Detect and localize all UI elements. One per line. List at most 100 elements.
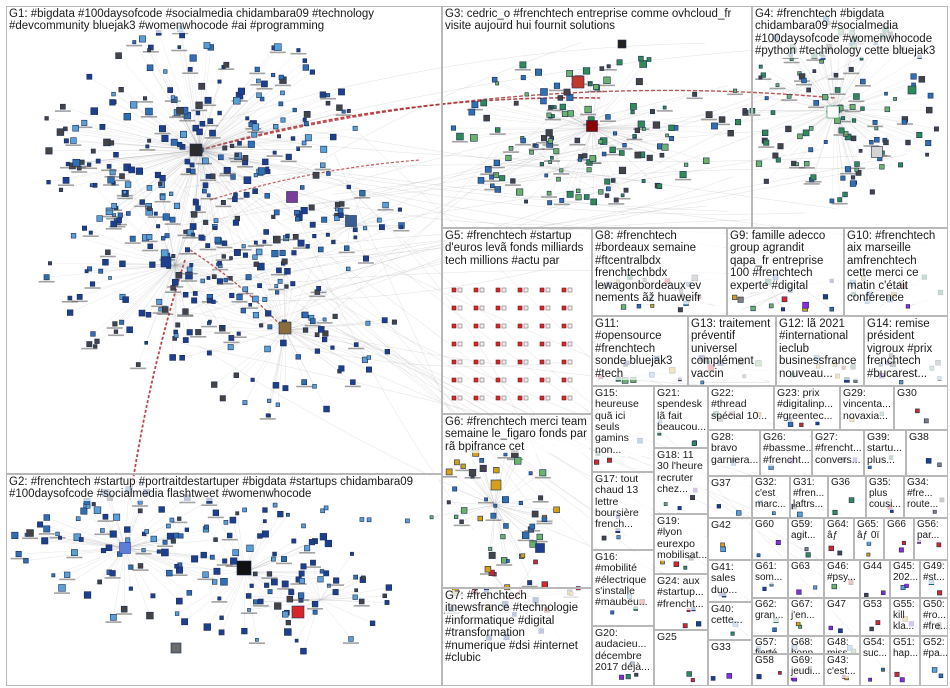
g1-hub-a-node[interactable]: [251, 123, 260, 131]
g1-hub-a-node[interactable]: [162, 213, 170, 221]
g1-hub-a-node[interactable]: [115, 52, 122, 59]
g1-hub-b-node[interactable]: [186, 329, 193, 336]
g1-hub-b-node[interactable]: [149, 261, 156, 268]
g1-hub-b-node[interactable]: [190, 211, 198, 218]
g1-hub-a-node[interactable]: [229, 143, 235, 149]
g1-hub-a-node[interactable]: [271, 250, 279, 258]
g1-hub-a-node[interactable]: [177, 141, 183, 148]
g1-hub-a-node[interactable]: [154, 171, 162, 179]
g1-hub-a-node[interactable]: [63, 138, 69, 144]
g1-hub-a-node[interactable]: [62, 177, 70, 184]
group-box-g60[interactable]: G60: [752, 518, 788, 560]
g1-hub-a-node[interactable]: [262, 239, 267, 244]
g1-hub-a-node[interactable]: [96, 215, 103, 222]
group-box-g44[interactable]: G44: [860, 560, 890, 598]
g1-hub-b-node[interactable]: [112, 321, 118, 327]
g1-hub-a-node[interactable]: [259, 96, 265, 102]
group-box-g20[interactable]: G20: audacieu... décembre 2017 déjà...: [592, 626, 654, 686]
g1-hub-b-node[interactable]: [213, 225, 218, 231]
g1-hub-b-node[interactable]: [202, 188, 207, 194]
group-box-g24[interactable]: G24: aux #startup... #frencht...: [654, 574, 708, 630]
group-box-g23[interactable]: G23: prix #digitalinp... #greentec...: [774, 386, 840, 430]
g1-hub-a-node[interactable]: [296, 48, 301, 53]
group-box-g66[interactable]: G66: [884, 518, 914, 560]
group-box-g15[interactable]: G15: heureuse quã ici seuls gamins non..…: [592, 386, 654, 472]
group-box-g53[interactable]: G53: [860, 598, 890, 636]
g1-hub-a-node[interactable]: [44, 116, 49, 121]
g1-hub-a-node[interactable]: [88, 230, 93, 235]
g1-hub-a-node[interactable]: [169, 216, 176, 223]
g1-hub-a-node[interactable]: [232, 196, 238, 203]
g1-hub-a-node[interactable]: [346, 184, 351, 190]
g1-hub-b-node[interactable]: [144, 340, 149, 345]
g1-hub-a-node[interactable]: [195, 110, 201, 116]
g1-hub-b-node[interactable]: [175, 322, 181, 328]
g1-hub-a-node[interactable]: [217, 110, 222, 116]
group-box-g33[interactable]: G33: [708, 640, 752, 686]
g1-hub-a-node[interactable]: [309, 69, 315, 75]
g1-hub-a-node[interactable]: [110, 220, 117, 228]
g1-hub-a-node[interactable]: [170, 95, 175, 100]
g1-hub-a-node[interactable]: [285, 153, 292, 160]
group-box-g13[interactable]: G13: traitement préventif universel comp…: [688, 316, 776, 386]
group-box-g65[interactable]: G65: âƒ 0ï: [854, 518, 884, 560]
group-box-g31[interactable]: G31: #fren... laftrs...: [790, 476, 828, 518]
g1-hub-a-node[interactable]: [325, 93, 331, 98]
g1-hub-a-node[interactable]: [195, 205, 201, 211]
g1-hub-a-node[interactable]: [135, 167, 143, 175]
g1-hub-a-node[interactable]: [146, 64, 154, 72]
g1-hub-b-node[interactable]: [87, 266, 93, 272]
g1-hub-a-node[interactable]: [109, 99, 116, 106]
group-box-g48[interactable]: G48: miss...: [824, 636, 860, 654]
g1-hub-a-node[interactable]: [198, 82, 206, 90]
g1-hub-a-node[interactable]: [45, 147, 53, 155]
g1-hub-a-node[interactable]: [234, 152, 239, 157]
g1-hub-a-node[interactable]: [278, 74, 284, 80]
g1-hub-a-node[interactable]: [86, 73, 93, 80]
group-box-g28[interactable]: G28: bravo garniera...: [708, 430, 760, 476]
g1-hub-a-node[interactable]: [272, 150, 277, 155]
g1-hub-a-node[interactable]: [187, 67, 193, 72]
group-box-g41[interactable]: G41: sales duo...: [708, 560, 752, 602]
g1-hub-a-node[interactable]: [105, 207, 114, 216]
g1-hub-a-node[interactable]: [123, 113, 131, 121]
g1-hub-a-node[interactable]: [280, 117, 286, 123]
g1-hub-a-node[interactable]: [253, 240, 258, 245]
group-box-g25[interactable]: G25: [654, 630, 708, 686]
group-box-g47[interactable]: G47: [824, 598, 860, 636]
group-box-g7[interactable]: G7: #frenchtech itnewsfrance #technologi…: [442, 588, 592, 686]
g1-hub-b-node[interactable]: [209, 173, 216, 180]
group-box-g52[interactable]: G52: #pa...: [920, 636, 948, 686]
group-box-g36[interactable]: G36: [828, 476, 866, 518]
g1-hub-a-node[interactable]: [153, 211, 158, 216]
g1-hub-a-node[interactable]: [303, 111, 311, 118]
group-box-g68[interactable]: G68: bonn...: [788, 636, 824, 654]
group-box-g54[interactable]: G54: suc...: [860, 636, 890, 686]
g1-hub-a-node[interactable]: [139, 35, 146, 43]
g1-hub-a-node[interactable]: [253, 173, 258, 178]
g1-hub-b-node[interactable]: [156, 298, 163, 305]
g1-hub-a-node[interactable]: [233, 97, 241, 105]
g1-hub-a-node[interactable]: [169, 191, 174, 196]
g1-hub-a-node[interactable]: [325, 100, 331, 106]
g1-hub-a-node[interactable]: [184, 158, 191, 165]
g1-hub-a-node[interactable]: [163, 69, 168, 74]
g1-hub-a-node[interactable]: [278, 101, 284, 107]
group-box-g30[interactable]: G30: [894, 386, 948, 430]
g1-hub-a-node[interactable]: [273, 124, 279, 130]
g1-hub-a-node[interactable]: [147, 48, 152, 53]
g1-hub-a-node[interactable]: [132, 40, 137, 45]
g1-hub-a-node[interactable]: [290, 136, 296, 141]
g1-hub-b-node[interactable]: [108, 276, 112, 280]
g1-hub-a-node[interactable]: [159, 175, 166, 182]
g1-hub-a-node[interactable]: [199, 121, 206, 127]
g1-hub-a-node[interactable]: [205, 243, 211, 248]
g1-hub-a-node[interactable]: [147, 138, 152, 143]
g1-hub-a-node[interactable]: [180, 130, 187, 138]
g1-hub-a-node[interactable]: [189, 162, 195, 168]
group-box-g56[interactable]: G56: par...: [914, 518, 948, 560]
g1-hub-a-node[interactable]: [242, 155, 249, 161]
g1-hub-a-node[interactable]: [118, 87, 124, 93]
group-box-g17[interactable]: G17: tout chaud 13 lettre boursière fren…: [592, 472, 654, 550]
g1-hub-b-node[interactable]: [169, 354, 176, 361]
